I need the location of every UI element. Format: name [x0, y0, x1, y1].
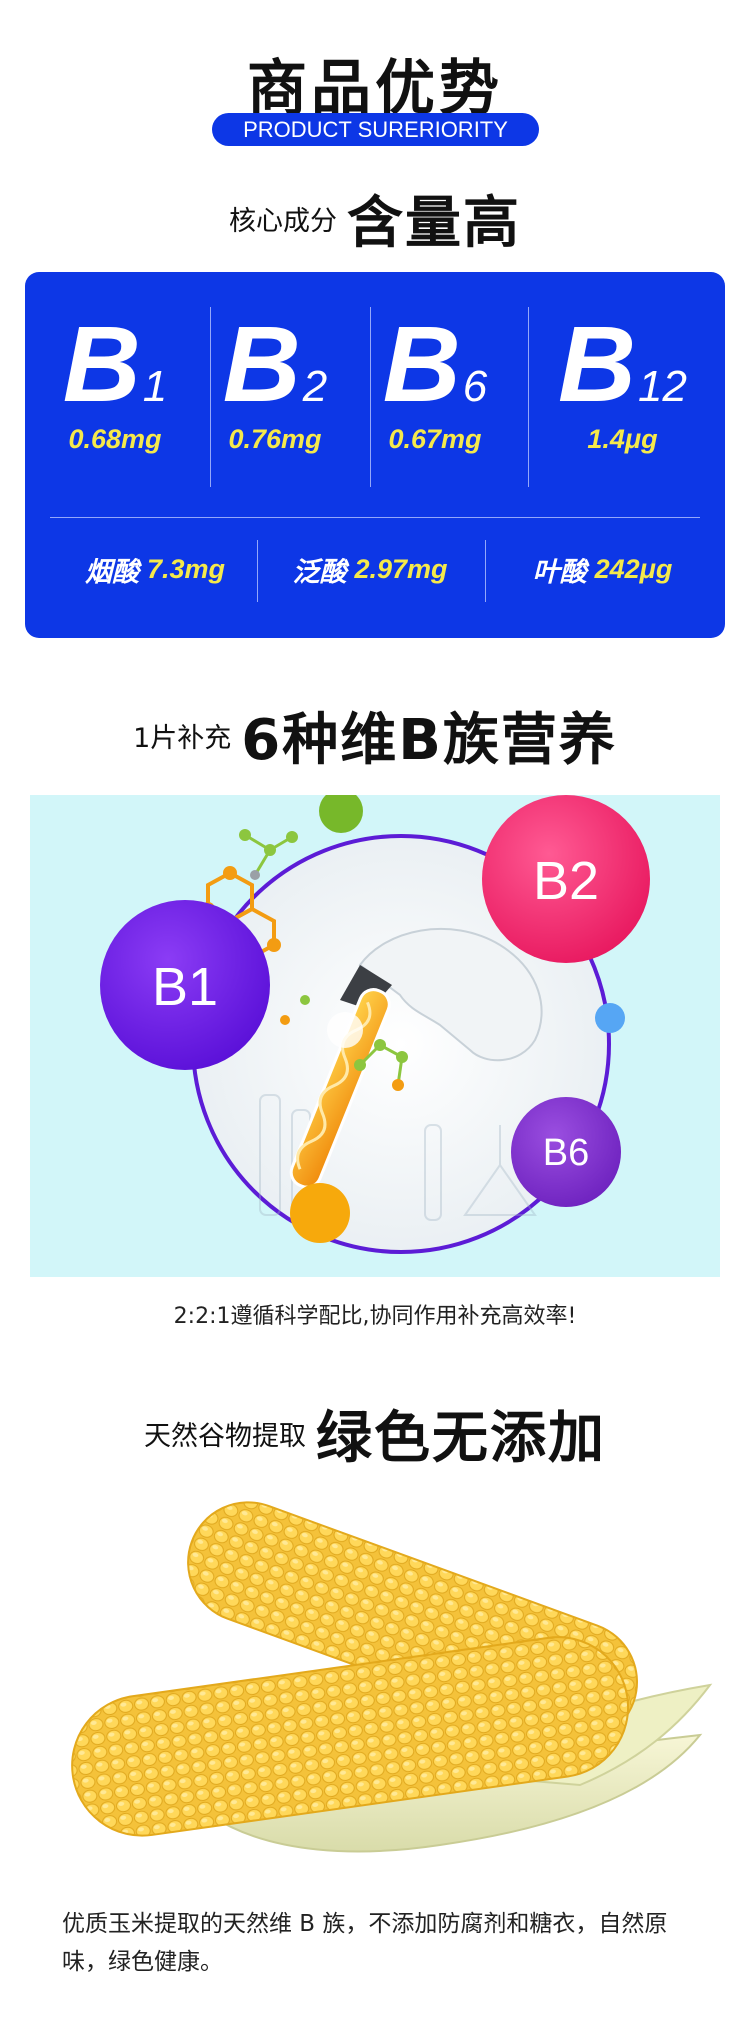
corn-image	[60, 1485, 720, 1885]
vitamin-amount: 1.4μg	[587, 424, 658, 454]
badge-b1	[100, 900, 270, 1070]
vitamin-letter: B	[382, 303, 461, 424]
section-heading-big: 含量高	[347, 191, 521, 256]
corn-cob-front	[71, 1636, 630, 1837]
section-heading-small: 1片补充	[133, 723, 232, 754]
vitamin-cell-b12: B12 1.4μg	[530, 310, 715, 460]
vitamin-cell-b6: B6 0.67mg	[355, 310, 515, 460]
extra-nutrient-value: 2.97mg	[354, 554, 448, 584]
corn-svg	[71, 1501, 713, 1853]
section-heading-small: 天然谷物提取	[144, 1421, 306, 1452]
light-flare	[327, 1012, 363, 1048]
divider	[485, 540, 486, 602]
vitamin-letter: B	[62, 303, 141, 424]
extra-nutrient-label: 泛酸	[292, 557, 347, 588]
extra-nutrient-value: 7.3mg	[146, 554, 226, 584]
badge-b2	[482, 795, 650, 963]
divider	[528, 307, 529, 487]
section-heading-small: 核心成分	[229, 206, 337, 237]
vitamin-cell-b2: B2 0.76mg	[195, 310, 355, 460]
vitamin-subscript: 6	[462, 362, 488, 411]
vitamin-subscript: 12	[638, 362, 687, 411]
vitamin-amount: 0.68mg	[68, 424, 162, 454]
vitamin-subscript: 1	[142, 362, 168, 411]
divider	[370, 307, 371, 487]
badge-b1-label: B1	[152, 957, 218, 1017]
product-description: 优质玉米提取的天然维 B 族，不添加防腐剂和糖衣，自然原味，绿色健康。	[62, 1911, 668, 1975]
vitamin-letter: B	[558, 303, 637, 424]
green-dot	[319, 795, 363, 833]
extra-nutrient-label: 叶酸	[532, 557, 587, 588]
blue-dot	[595, 1003, 625, 1033]
divider	[257, 540, 258, 602]
vitamin-amount: 0.67mg	[388, 424, 482, 454]
badge-b2-label: B2	[533, 851, 599, 911]
divider	[50, 517, 700, 518]
vitamin-illustration: B1 B2 B6	[30, 795, 720, 1277]
vitamin-letter: B	[222, 303, 301, 424]
section-heading-vitamin-b: 1片补充 6种维B族营养	[0, 695, 750, 776]
glove-shape	[358, 927, 543, 1062]
vitamin-subscript: 2	[302, 362, 328, 411]
illustration-caption: 2:2:1遵循科学配比,协同作用补充高效率!	[173, 1304, 577, 1329]
extra-nutrient-label: 烟酸	[84, 557, 139, 588]
divider	[210, 307, 211, 487]
vitamin-cell-b1: B1 0.68mg	[35, 310, 195, 460]
badge-b6-label: B6	[543, 1132, 589, 1174]
section-heading-big: 绿色无添加	[316, 1406, 606, 1471]
vitamin-amount: 0.76mg	[228, 424, 322, 454]
section-heading-big: 6种维B族营养	[241, 708, 617, 773]
page-title: 商品优势	[247, 54, 503, 124]
section-heading-natural: 天然谷物提取绿色无添加	[0, 1393, 750, 1474]
extra-nutrient-value: 242μg	[594, 554, 673, 584]
orange-dot	[290, 1183, 350, 1243]
vitamin-content-card: B1 0.68mg B2 0.76mg B6 0.67mg B12 1.4μg …	[25, 272, 725, 638]
badge-b6	[511, 1097, 621, 1207]
illustration-svg: B1 B2 B6	[100, 795, 650, 1254]
section-heading-ingredients: 核心成分含量高	[0, 178, 750, 259]
subtitle-pill: PRODUCT SURERIORITY	[212, 113, 539, 146]
